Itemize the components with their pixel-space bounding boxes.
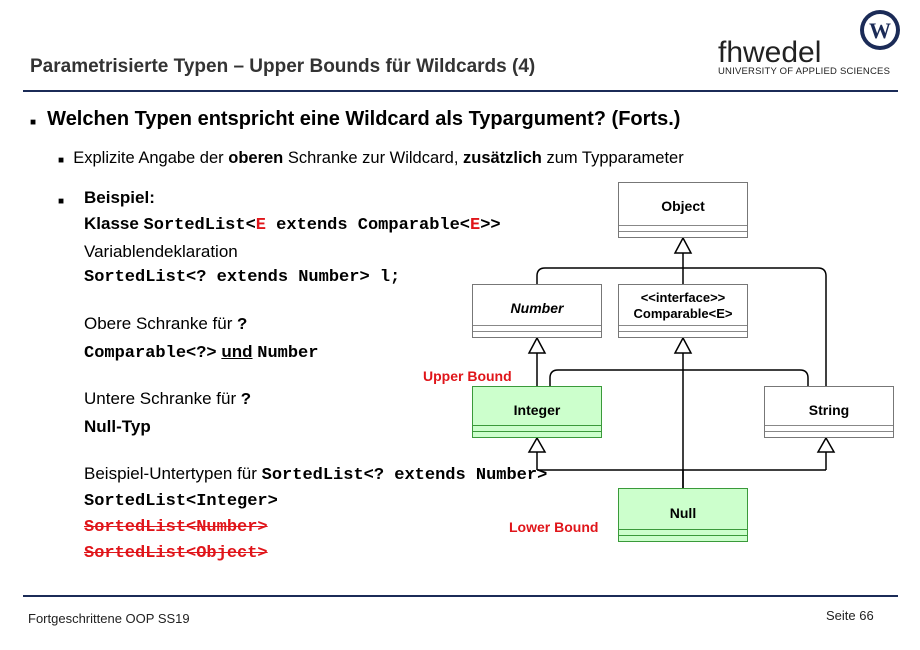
subtype-integer: SortedList<Integer> xyxy=(84,492,278,511)
footer-divider xyxy=(23,595,898,597)
class-integer: Integer xyxy=(472,386,602,438)
logo-wordmark: fhwedel xyxy=(718,36,822,69)
variable-label: Variablendeklaration xyxy=(84,242,238,261)
footer-course: Fortgeschrittene OOP SS19 xyxy=(28,611,190,626)
logo-mark-icon: W xyxy=(860,10,900,50)
example-block: Beispiel: Klasse SortedList<E extends Co… xyxy=(84,185,501,291)
example-heading: Beispiel: xyxy=(84,188,155,207)
class-declaration: Klasse SortedList<E extends Comparable<E… xyxy=(84,214,501,235)
class-object: Object xyxy=(618,182,748,238)
bullet-square-icon: ■ xyxy=(58,155,65,166)
subtypes-block: Beispiel-Untertypen für SortedList<? ext… xyxy=(84,461,547,567)
lower-bound-label: Lower Bound xyxy=(509,519,599,535)
svg-text:W: W xyxy=(869,18,891,43)
bullet-main: ■ Welchen Typen entspricht eine Wildcard… xyxy=(30,108,680,131)
class-number: Number xyxy=(472,284,602,338)
bullet-example: ■ xyxy=(58,186,64,215)
university-logo: W xyxy=(706,8,906,80)
class-string: String xyxy=(764,386,894,438)
subtype-number: SortedList<Number> xyxy=(84,518,268,537)
subtype-object: SortedList<Object> xyxy=(84,544,268,563)
lower-bound-text: Untere Schranke für ? Null-Typ xyxy=(84,389,252,436)
logo-subtitle: UNIVERSITY OF APPLIED SCIENCES xyxy=(718,66,891,77)
upper-bound-text: Obere Schranke für ? Comparable<?> und N… xyxy=(84,314,319,363)
bullet-square-icon: ■ xyxy=(58,196,65,207)
upper-bound-label: Upper Bound xyxy=(423,368,512,384)
bullet-main-text: Welchen Typen entspricht eine Wildcard a… xyxy=(47,108,681,130)
bullet-explicit: ■ Explizite Angabe der oberen Schranke z… xyxy=(58,149,684,167)
page-title: Parametrisierte Typen – Upper Bounds für… xyxy=(30,56,536,77)
variable-declaration: SortedList<? extends Number> l; xyxy=(84,268,401,287)
interface-comparable: <<interface>> Comparable<E> xyxy=(618,284,748,338)
bullet-square-icon: ■ xyxy=(30,117,37,128)
header-divider xyxy=(23,90,898,92)
page-number: Seite 66 xyxy=(826,608,874,623)
type-null: Null xyxy=(618,488,748,542)
